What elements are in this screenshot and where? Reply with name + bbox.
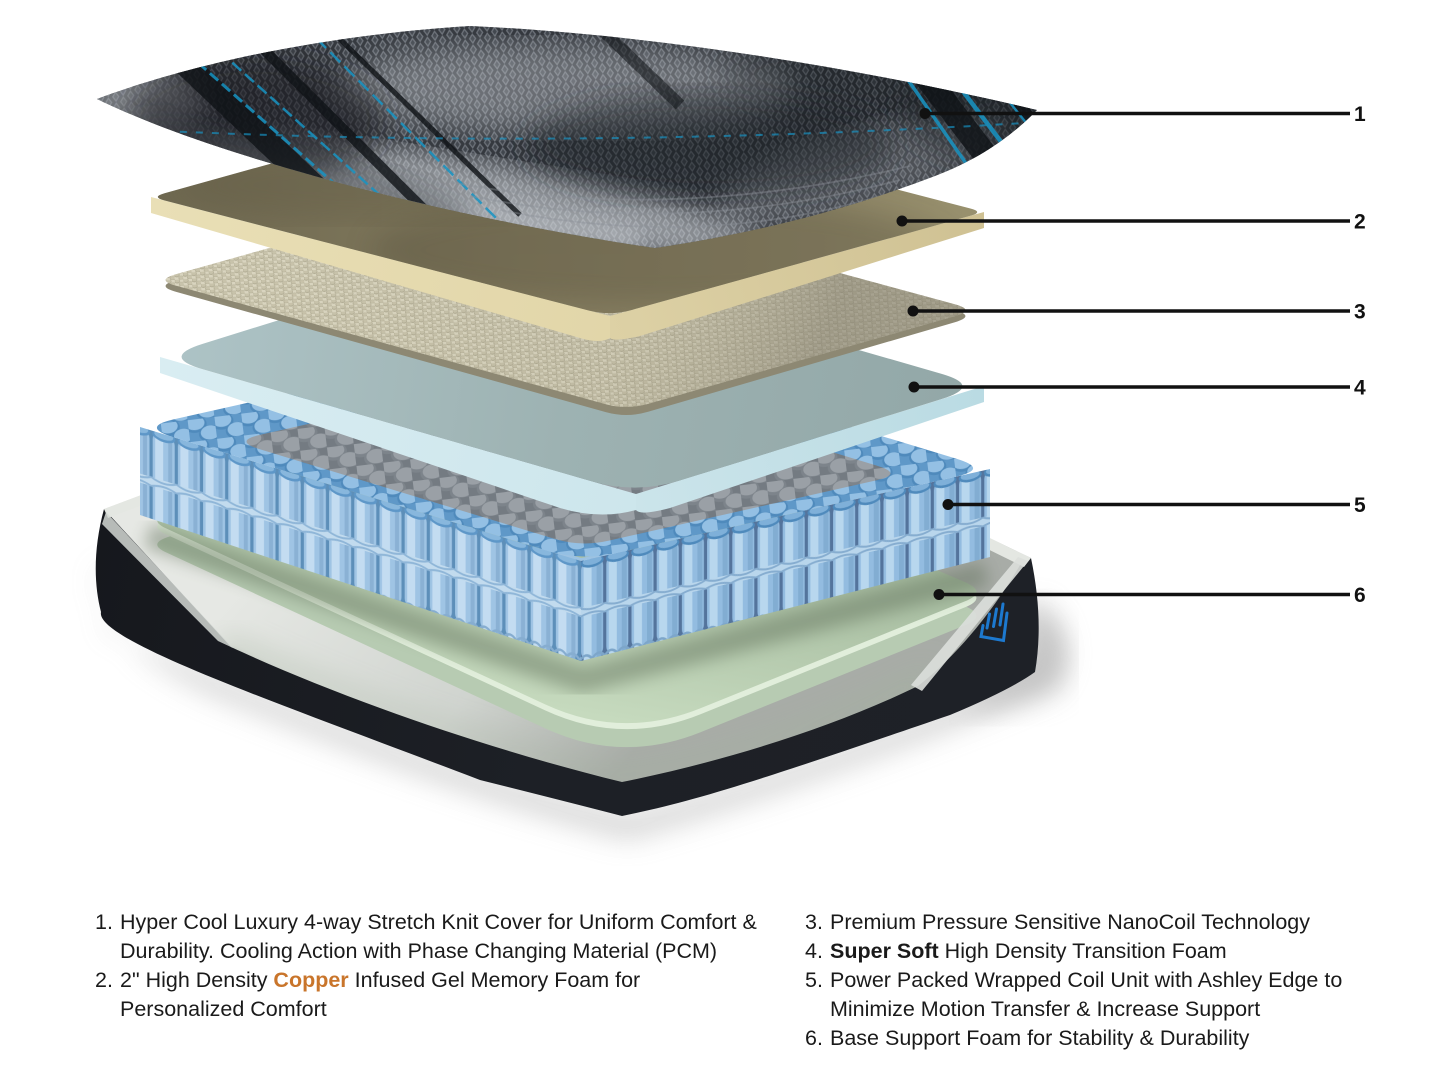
svg-text:4: 4 — [1354, 377, 1366, 400]
svg-text:1: 1 — [1354, 103, 1366, 126]
svg-text:3: 3 — [1354, 301, 1366, 324]
svg-text:2: 2 — [1354, 211, 1366, 234]
svg-text:6: 6 — [1354, 584, 1366, 607]
svg-text:5: 5 — [1354, 494, 1366, 517]
